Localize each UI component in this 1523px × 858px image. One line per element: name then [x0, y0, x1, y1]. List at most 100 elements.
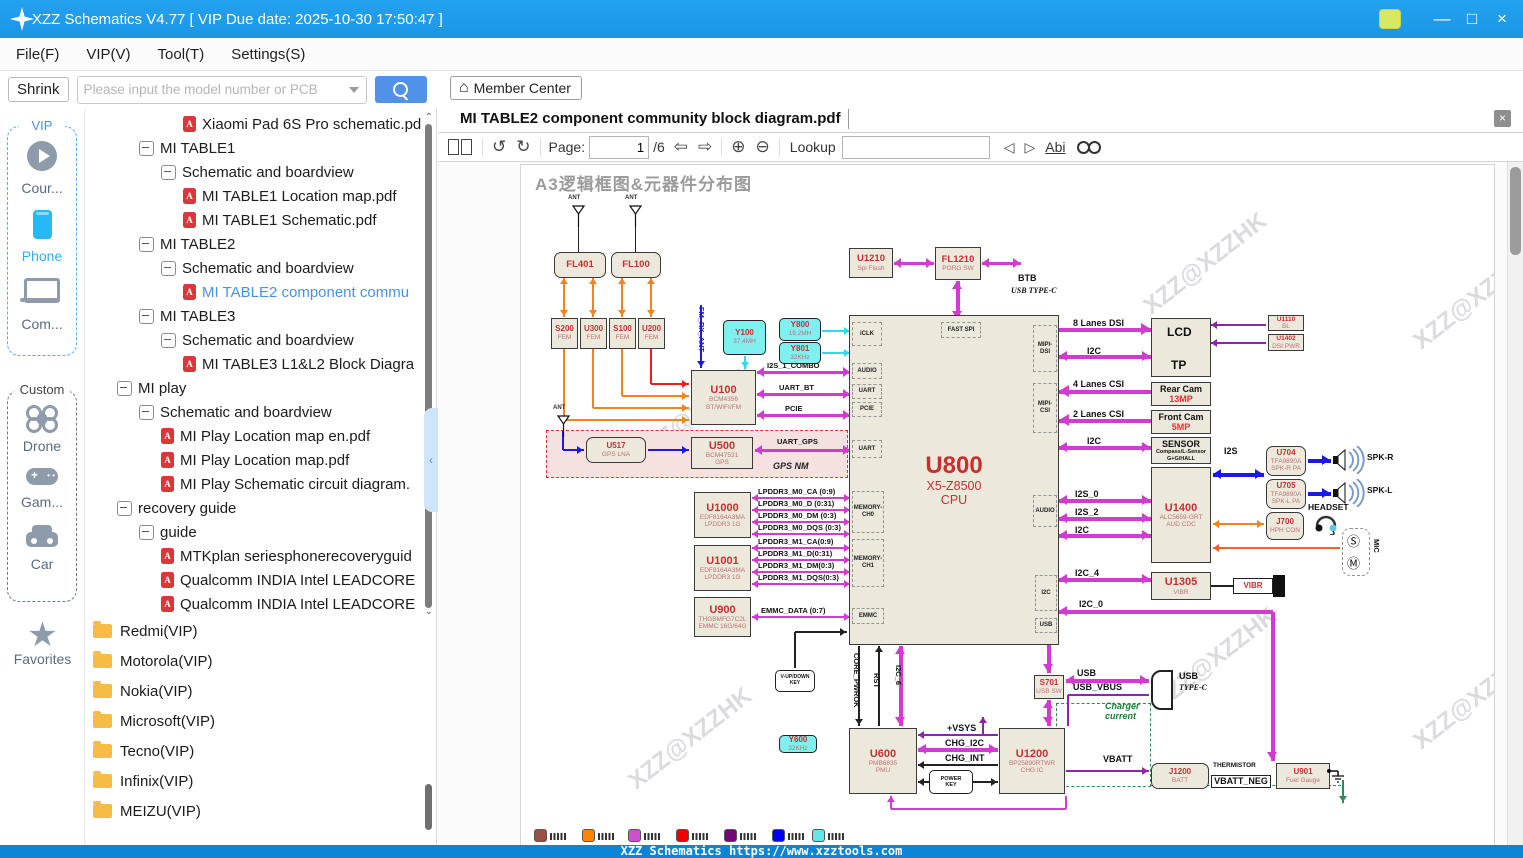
menu-file[interactable]: File(F): [16, 45, 60, 63]
tree-folder[interactable]: Redmi(VIP): [93, 616, 198, 646]
maximize-button[interactable]: □: [1466, 9, 1478, 28]
document-tab[interactable]: MI TABLE2 component community block diag…: [460, 110, 841, 127]
binoculars-icon[interactable]: [1076, 140, 1101, 154]
diagram-label: USB: [1179, 671, 1199, 681]
next-page-icon[interactable]: ⇨: [698, 137, 713, 156]
close-tab-icon[interactable]: ×: [1494, 110, 1511, 127]
tree-item[interactable]: Schematic and boardview: [139, 400, 332, 424]
collapse-icon[interactable]: [139, 140, 154, 156]
diagram-label: XZZ@XZZHK: [1408, 242, 1495, 356]
tree-item[interactable]: guide: [139, 520, 197, 544]
legend-swatch: [724, 829, 737, 842]
tree-item-label: MI Play Location map en.pdf: [180, 427, 371, 445]
collapse-icon[interactable]: [161, 332, 176, 348]
find-next-icon[interactable]: ▷: [1024, 138, 1036, 155]
sidebar-item-phone[interactable]: Phone: [8, 210, 76, 264]
collapse-icon[interactable]: [117, 380, 132, 396]
tree-folder[interactable]: Tecno(VIP): [93, 736, 194, 766]
sidebar-item-computer[interactable]: Com...: [8, 278, 76, 332]
collapse-icon[interactable]: [161, 164, 176, 180]
tree-item[interactable]: MI play: [117, 376, 186, 400]
rotate-right-icon[interactable]: ↻: [516, 137, 531, 156]
tree-folder[interactable]: Nokia(VIP): [93, 676, 193, 706]
vip-badge-icon[interactable]: [1379, 9, 1401, 29]
lookup-input[interactable]: [841, 135, 990, 159]
tree-item[interactable]: MI TABLE1: [139, 136, 235, 160]
port-I2C: I2C: [1035, 575, 1057, 611]
port-MIPI-DSI: MIPI-DSI: [1033, 325, 1057, 372]
search-button[interactable]: [374, 76, 427, 103]
tree-folder[interactable]: Infinix(VIP): [93, 766, 193, 796]
tree-item[interactable]: Schematic and boardview: [161, 256, 354, 280]
tree-scrollbar-thumb[interactable]: [425, 124, 432, 608]
prev-page-icon[interactable]: ⇦: [673, 137, 689, 156]
menu-tool[interactable]: Tool(T): [157, 45, 205, 63]
tree-item[interactable]: recovery guide: [117, 496, 236, 520]
member-center-button[interactable]: ⌂ Member Center: [450, 76, 582, 100]
legend-swatch: [676, 829, 689, 842]
sidebar-item-game[interactable]: Gam...: [8, 468, 76, 510]
chevron-down-icon[interactable]: [348, 86, 359, 93]
sidebar-item-favorites[interactable]: ★ Favorites: [13, 616, 72, 667]
tree-item-label: Schematic and boardview: [182, 259, 354, 277]
tree-item[interactable]: Schematic and boardview: [161, 328, 354, 352]
sidebar-item-course[interactable]: Cour...: [8, 141, 76, 196]
scroll-up-icon[interactable]: ⌃: [424, 112, 433, 123]
port-USB: USB: [1035, 618, 1057, 633]
zoom-out-icon[interactable]: ⊖: [755, 137, 770, 156]
minimize-button[interactable]: —: [1433, 9, 1451, 28]
match-case-button[interactable]: Abi: [1045, 139, 1066, 155]
zoom-in-icon[interactable]: ⊕: [731, 137, 746, 156]
close-button[interactable]: ×: [1497, 9, 1507, 28]
scroll-down-icon[interactable]: ⌄: [424, 606, 433, 617]
collapse-icon[interactable]: [139, 524, 154, 540]
menu-settings[interactable]: Settings(S): [231, 45, 306, 63]
model-search-input[interactable]: [77, 82, 349, 97]
tree-folder[interactable]: Microsoft(VIP): [93, 706, 215, 736]
tree-item[interactable]: MI TABLE2: [139, 232, 235, 256]
diagram-label: XZZ@XZZHK: [1138, 207, 1272, 321]
sidebar-item-car[interactable]: Car: [8, 524, 76, 572]
collapse-icon[interactable]: [139, 404, 154, 420]
collapse-icon[interactable]: [117, 500, 132, 516]
sidebar-item-drone[interactable]: Drone: [8, 405, 76, 454]
menu-vip[interactable]: VIP(V): [86, 45, 131, 63]
tree-folder[interactable]: Motorola(VIP): [93, 646, 213, 676]
page-number-input[interactable]: [589, 135, 650, 159]
collapse-icon[interactable]: [161, 260, 176, 276]
window-title: XZZ Schematics V4.77 [ VIP Due date: 202…: [32, 10, 443, 28]
tree-item-label: MI play: [138, 379, 187, 397]
collapse-icon[interactable]: [139, 308, 154, 324]
search-toolbar: Shrink: [0, 71, 438, 108]
tree-item-label: Schematic and boardview: [182, 331, 354, 349]
collapse-icon[interactable]: [139, 236, 154, 252]
tree-item-label: Schematic and boardview: [160, 403, 332, 421]
port-PCIE: PCIE: [852, 402, 882, 417]
tree-item[interactable]: Schematic and boardview: [161, 160, 354, 184]
pdf-scrollbar-thumb[interactable]: [1510, 167, 1521, 255]
tree-item[interactable]: MI TABLE3: [139, 304, 235, 328]
collapse-panel-handle[interactable]: ‹: [424, 408, 438, 512]
panel-scrollbar-thumb[interactable]: [425, 784, 432, 830]
tree-folder[interactable]: MEIZU(VIP): [93, 796, 201, 826]
find-prev-icon[interactable]: ◁: [1003, 138, 1015, 155]
rotate-left-icon[interactable]: ↺: [492, 137, 507, 156]
shrink-button[interactable]: Shrink: [8, 77, 69, 102]
